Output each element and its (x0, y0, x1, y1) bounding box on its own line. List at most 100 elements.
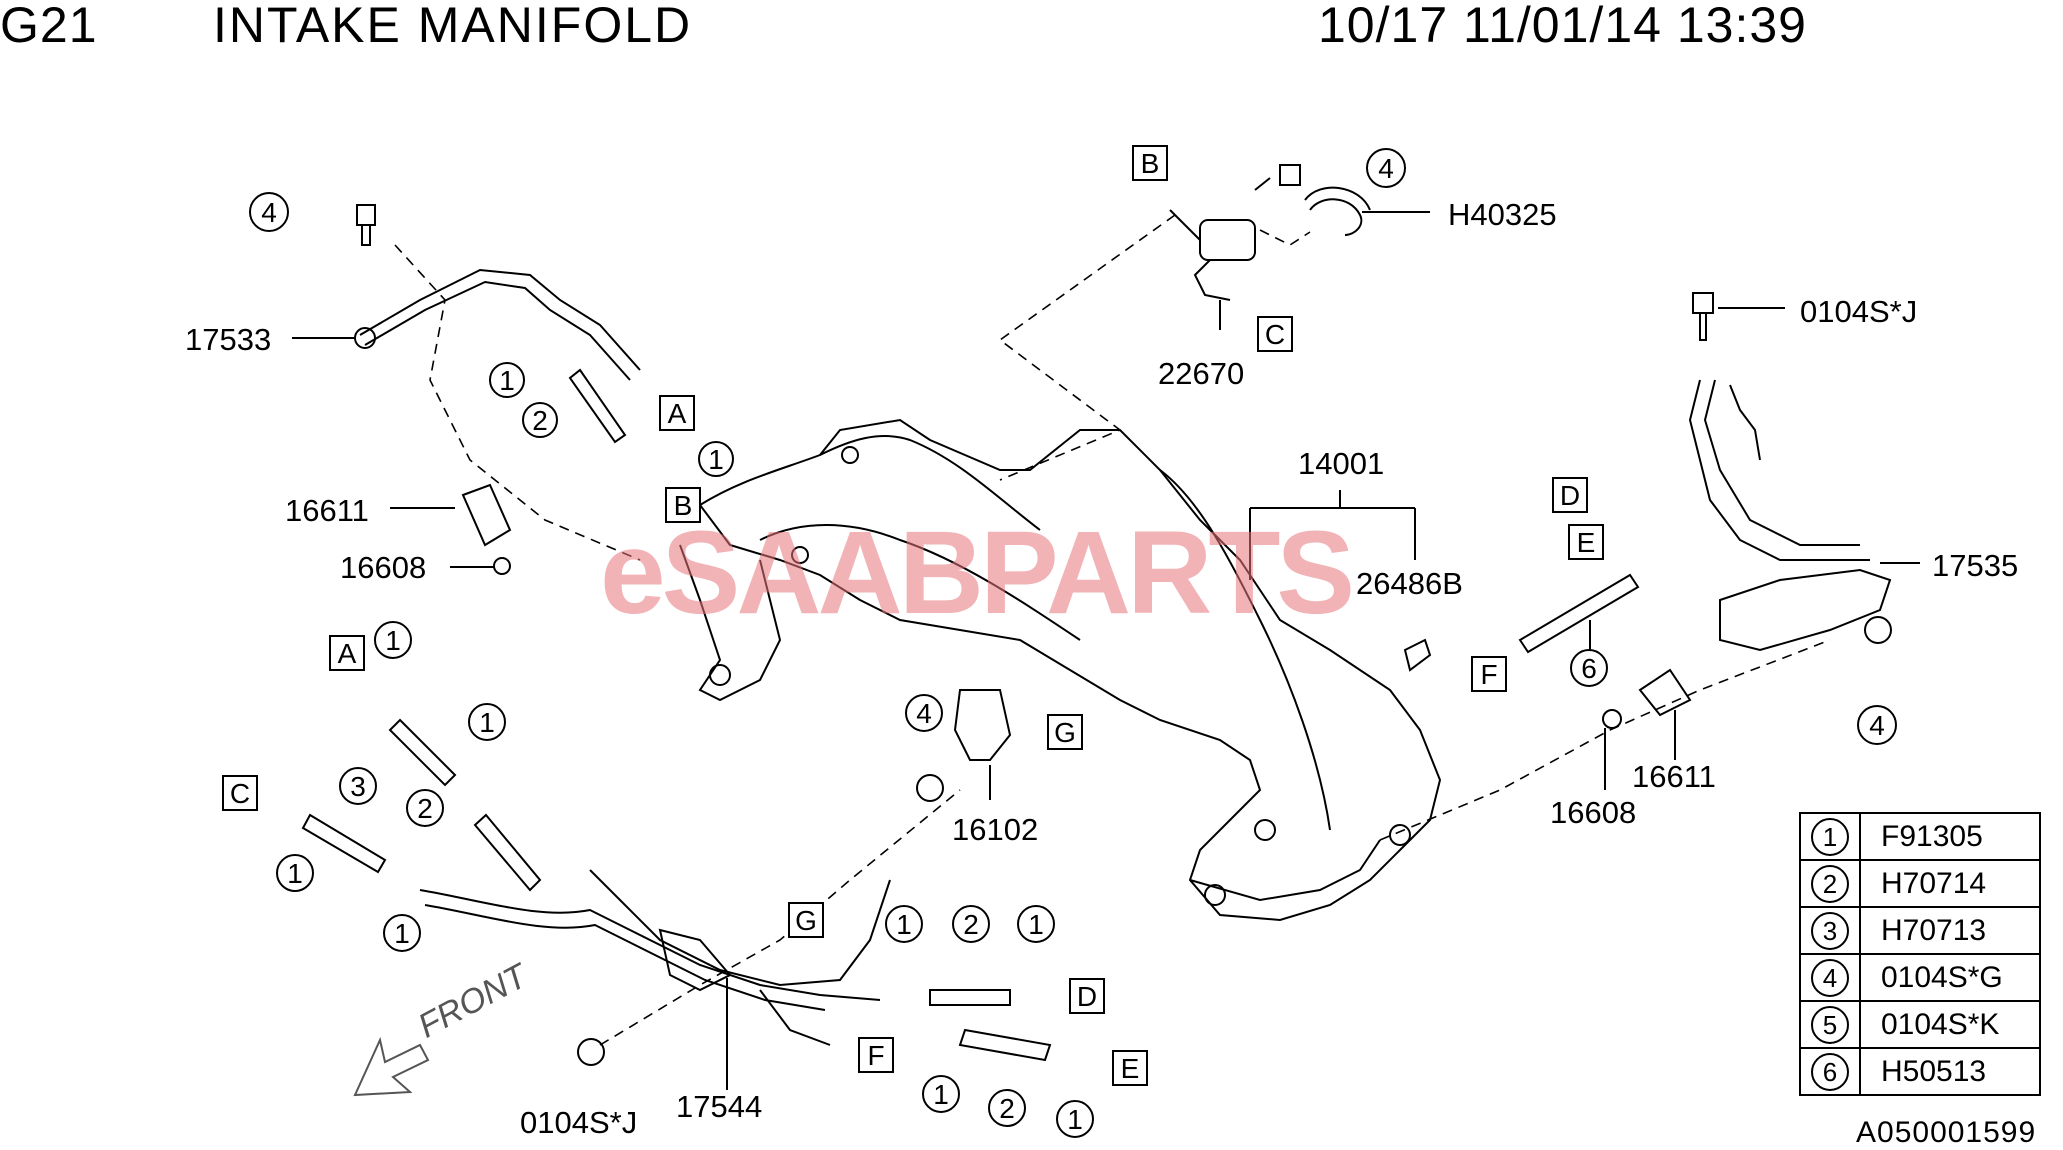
manifold-runner-lower (759, 524, 1081, 641)
fuel-pipe-17535 (1688, 379, 1870, 561)
fuel-pipe-17544-f (759, 989, 831, 1046)
ref-circle: 1 (394, 918, 410, 949)
ref-circle: 1 (385, 625, 401, 656)
manifold-runner-rear (1159, 469, 1331, 831)
hose-short-b (301, 813, 387, 874)
connector-box: G (1054, 717, 1076, 748)
legend-part-number: F91305 (1859, 812, 2041, 861)
legend-part-number: H70714 (1859, 859, 2041, 908)
manifold-flange-bottom (1189, 839, 1381, 902)
ref-circle: 2 (963, 909, 979, 940)
connector-box: E (1121, 1053, 1140, 1084)
label-17535: 17535 (1932, 548, 2018, 583)
label-0104sj-bottom: 0104S*J (520, 1105, 637, 1140)
sensor-26486b (1403, 638, 1432, 672)
connector-box: C (230, 778, 250, 809)
label-16611-left: 16611 (285, 493, 369, 528)
injector-16611-right (1638, 668, 1692, 717)
manifold-flange-left (679, 544, 782, 702)
ref-circle: 4 (1869, 710, 1885, 741)
bolt-right (1692, 292, 1714, 341)
hose-h40325-inner (1304, 186, 1371, 211)
dashed-guide-top (998, 214, 1176, 481)
dashed-guide-bottom (599, 789, 961, 1046)
legend-part-number: H50513 (1859, 1047, 2041, 1096)
hose-h40325 (1309, 198, 1363, 236)
hose-short-e (958, 1028, 1052, 1062)
ref-circle: 6 (1581, 653, 1597, 684)
legend-part-number: 0104S*G (1859, 953, 2041, 1002)
ref-circle: 1 (708, 444, 724, 475)
connector-box: E (1577, 527, 1596, 558)
ref-circle: 2 (532, 405, 548, 436)
legend-row: 6 H50513 (1799, 1047, 2041, 1096)
manifold-port (1254, 819, 1276, 841)
connector-box: F (867, 1040, 884, 1071)
label-22670: 22670 (1158, 356, 1244, 391)
label-16611-right: 16611 (1632, 759, 1716, 794)
ref-circle: 2 (417, 793, 433, 824)
bolt-16102 (916, 774, 944, 802)
circled-numbers: 4 1 2 1 4 1 1 2 3 1 1 4 6 4 1 2 1 1 2 1 (261, 153, 1885, 1135)
manifold-runner-upper (819, 434, 1041, 531)
manifold-port (709, 664, 731, 686)
connector-box: B (674, 490, 693, 521)
fuel-pipe-17535-c (1729, 384, 1761, 461)
watermark-logo: eSAABPARTS (600, 507, 1355, 639)
hose-short-d (929, 989, 1011, 1006)
fuel-pipe-17544-bracket (658, 928, 732, 992)
label-16608-right: 16608 (1550, 795, 1636, 830)
diagram-header: G21 INTAKE MANIFOLD 10/17 11/01/14 13:39 (0, 0, 2063, 70)
ref-circle: 1 (287, 858, 303, 889)
ref-circle: 4 (1378, 153, 1394, 184)
fuel-pipe-17544 (419, 889, 881, 1001)
manifold-port (841, 446, 859, 464)
fuel-rail-right (1719, 568, 1892, 652)
part-labels: 17533 16611 16608 22670 H40325 14001 264… (185, 197, 2018, 1140)
dashed-guide-right (1379, 639, 1831, 841)
label-17544: 17544 (676, 1089, 762, 1124)
legend-ref-number: 1 (1811, 817, 1849, 856)
bolt-head-right (1864, 616, 1892, 644)
illustration-code: A050001599 (1856, 1116, 2037, 1149)
front-arrow-icon (353, 1036, 430, 1097)
hose-short-f (568, 368, 627, 444)
legend-ref-number: 5 (1811, 1005, 1849, 1044)
legend-ref-number: 3 (1811, 911, 1849, 950)
ref-circle: 1 (499, 365, 515, 396)
legend-row: 5 0104S*K (1799, 1000, 2041, 1049)
fuel-pipe-17533 (359, 268, 641, 371)
intake-manifold-body (698, 418, 1442, 922)
connector-box: A (338, 638, 357, 669)
seal-16608-left (493, 557, 511, 575)
legend-row: 3 H70713 (1799, 906, 2041, 955)
label-16608-left: 16608 (340, 550, 426, 585)
legend-row: 1 F91305 (1799, 812, 2041, 861)
legend-ref-number: 4 (1811, 958, 1849, 997)
label-26486b: 26486B (1356, 566, 1463, 601)
group-code: G21 (0, 0, 98, 53)
connector-box: A (668, 398, 687, 429)
label-h40325: H40325 (1448, 197, 1557, 232)
ref-circle: 3 (350, 771, 366, 802)
seal-16608-right (1602, 709, 1622, 729)
ref-circle: 1 (896, 909, 912, 940)
valve-22670-pipe (1169, 209, 1231, 301)
diagram-title: INTAKE MANIFOLD (213, 0, 693, 53)
connector-box: C (1265, 319, 1285, 350)
leader-14001 (1249, 490, 1416, 580)
label-14001: 14001 (1298, 446, 1384, 481)
ref-circle: 1 (479, 707, 495, 738)
legend-part-number: H70713 (1859, 906, 2041, 955)
fuel-pipe-17535-b (1703, 379, 1860, 546)
ref-circle: 4 (261, 197, 277, 228)
ref-circle: 1 (1028, 909, 1044, 940)
fuel-pipe-17533-inner (364, 280, 631, 381)
connector-box: B (1141, 148, 1160, 179)
bolt-bottom (577, 1038, 605, 1066)
label-17533: 17533 (185, 322, 271, 357)
legend-ref-number: 2 (1811, 864, 1849, 903)
hose-short-a (388, 718, 457, 787)
connector-box: G (795, 905, 817, 936)
